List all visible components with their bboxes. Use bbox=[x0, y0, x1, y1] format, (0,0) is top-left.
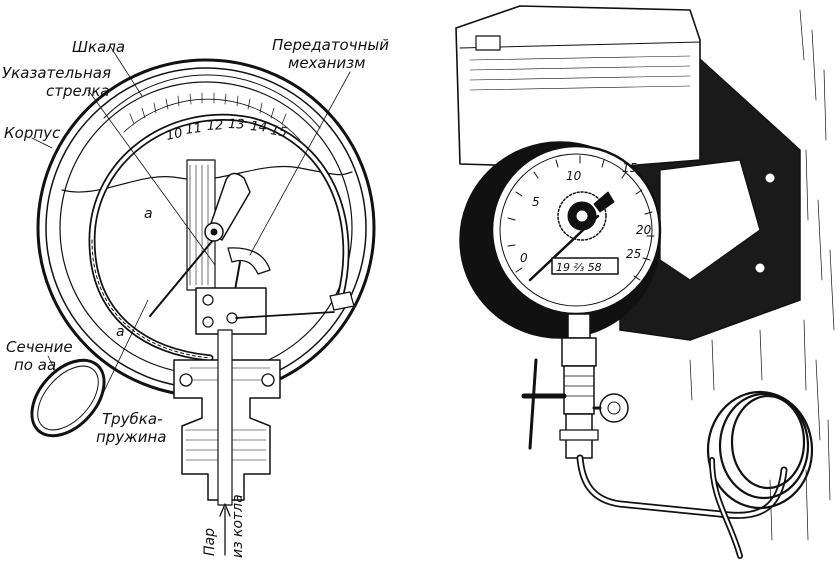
scale-number: 15 bbox=[269, 123, 288, 141]
outlet-nut bbox=[567, 313, 591, 339]
label-section-mark: а bbox=[116, 324, 125, 340]
dial-number: 5 bbox=[532, 195, 540, 209]
valve-knob bbox=[599, 393, 629, 423]
label-pointer: Указательная bbox=[2, 64, 111, 82]
dial-number: 25 bbox=[626, 247, 641, 261]
siphon-coil bbox=[706, 390, 814, 510]
sector-gear bbox=[227, 247, 271, 275]
dial-number: 15 bbox=[622, 161, 637, 175]
dial-graduations bbox=[507, 155, 655, 281]
label-section: по аа bbox=[14, 356, 56, 374]
dial-needle bbox=[528, 214, 600, 282]
label-section-mark: а bbox=[144, 206, 153, 222]
tube-section-aa bbox=[30, 358, 106, 438]
label-tube: пружина bbox=[96, 428, 166, 446]
scale-graduations bbox=[129, 92, 287, 125]
dial-number: 0 bbox=[520, 251, 528, 265]
label-scale: Шкала bbox=[72, 38, 125, 56]
gauge-labels: Шкала Указательная стрелка Передаточный … bbox=[2, 36, 389, 558]
label-section: Сечение bbox=[6, 338, 73, 356]
scale-number: 12 bbox=[206, 118, 223, 134]
valve-assembly bbox=[521, 337, 629, 459]
counter-plate-text: 19 ²⁄₃ 58 bbox=[556, 261, 602, 274]
scale-number: 13 bbox=[228, 117, 245, 133]
label-steam: Пар bbox=[202, 528, 218, 556]
gauge-cutaway-figure bbox=[30, 45, 376, 556]
label-leader-lines bbox=[31, 45, 351, 413]
label-transmission: механизм bbox=[288, 54, 365, 72]
scale-numbers: 10 11 12 13 14 15 bbox=[165, 117, 288, 144]
label-pointer: стрелка bbox=[46, 82, 110, 100]
dial-number: 10 bbox=[566, 169, 582, 183]
scale-number: 10 bbox=[165, 126, 184, 144]
label-steam: из котла bbox=[230, 494, 246, 558]
wall-hatching bbox=[689, 9, 835, 541]
scale-number: 11 bbox=[184, 121, 202, 138]
scale-band bbox=[103, 74, 321, 129]
scale-number: 14 bbox=[250, 119, 268, 136]
label-housing: Корпус bbox=[4, 124, 61, 142]
mounted-gauge-figure bbox=[455, 5, 835, 559]
inner-subdial bbox=[557, 191, 607, 241]
counter-plate bbox=[551, 257, 619, 275]
label-transmission: Передаточный bbox=[272, 36, 389, 54]
transmission-block bbox=[195, 287, 267, 335]
box-latch bbox=[475, 35, 501, 51]
dial-number: 20 bbox=[636, 223, 652, 237]
dial-numbers: 0 5 10 15 20 25 19 ²⁄₃ 58 bbox=[520, 161, 652, 274]
label-tube: Трубка- bbox=[102, 410, 162, 428]
